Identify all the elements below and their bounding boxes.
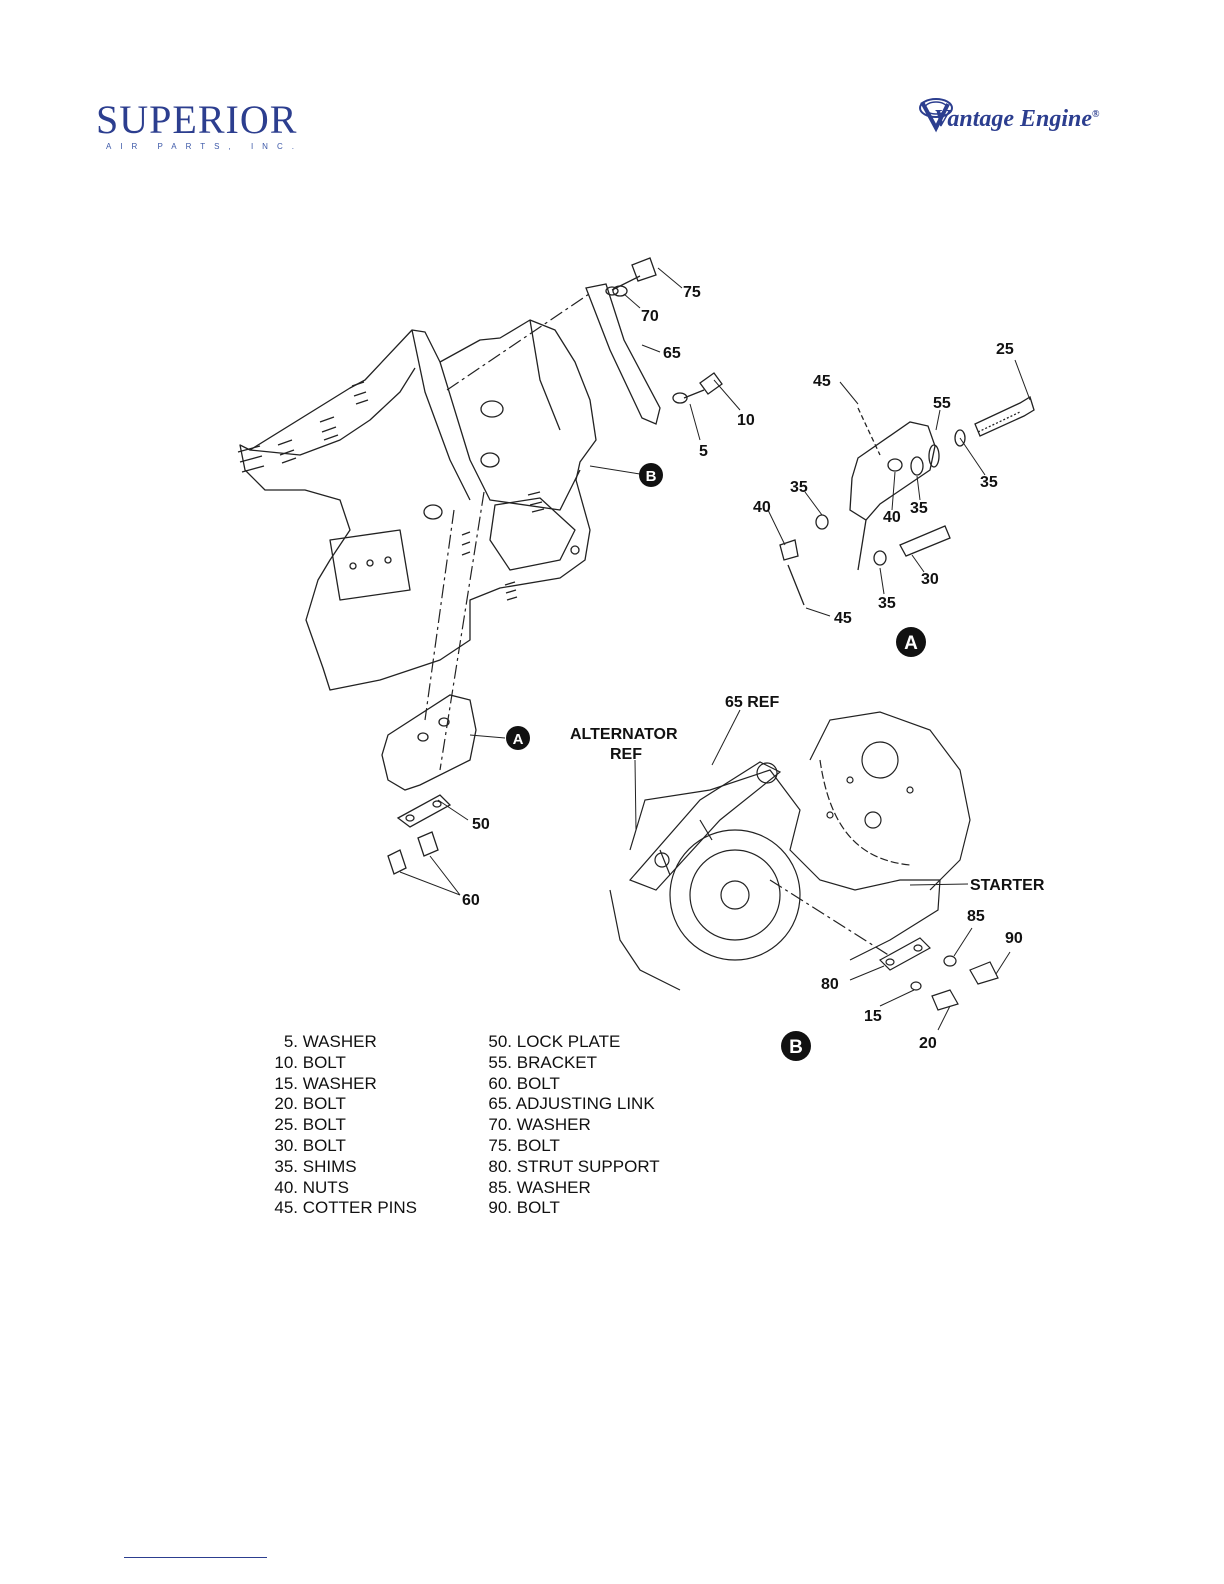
bracket-assembly bbox=[381, 694, 477, 875]
svg-text:B: B bbox=[789, 1037, 803, 1058]
legend-item: 25. BOLT bbox=[274, 1115, 346, 1135]
legend-item: 35. SHIMS bbox=[274, 1156, 357, 1176]
callout-45-bottom: 45 bbox=[834, 610, 852, 627]
callout-35-middle: 35 bbox=[910, 500, 928, 517]
callout-5: 5 bbox=[699, 443, 708, 460]
svg-text:A: A bbox=[513, 731, 524, 748]
callout-40-left: 40 bbox=[753, 499, 771, 516]
legend-item: 70. WASHER bbox=[488, 1115, 591, 1135]
callout-60: 60 bbox=[462, 892, 480, 909]
callout-35-right: 35 bbox=[980, 474, 998, 491]
vantage-swoosh-icon bbox=[919, 98, 953, 133]
legend-item: 55. BRACKET bbox=[488, 1052, 598, 1072]
svg-text:B: B bbox=[646, 468, 657, 485]
callout-45-top: 45 bbox=[813, 373, 831, 390]
callout-85: 85 bbox=[967, 908, 985, 925]
legend-item: 30. BOLT bbox=[274, 1135, 346, 1155]
callout-65-ref: 65 REF bbox=[725, 694, 779, 711]
detail-a-bracket bbox=[779, 396, 1035, 606]
marker-a-small: A bbox=[506, 726, 530, 750]
callout-10: 10 bbox=[737, 412, 755, 429]
legend-item: 15. WASHER bbox=[274, 1073, 377, 1093]
callout-20: 20 bbox=[919, 1035, 937, 1052]
starter-label: STARTER bbox=[970, 877, 1045, 894]
callout-35-left: 35 bbox=[790, 479, 808, 496]
alternator-ref-label-line1: ALTERNATOR bbox=[570, 726, 678, 743]
adjusting-link-group bbox=[585, 257, 723, 425]
callout-75: 75 bbox=[683, 284, 701, 301]
superior-logo: SUPERIOR AIR PARTS, INC. bbox=[96, 100, 326, 160]
vantage-logo-name: Vantage Engine® bbox=[934, 106, 1100, 132]
legend-item: 45. COTTER PINS bbox=[274, 1198, 418, 1218]
legend-item: 85. WASHER bbox=[488, 1177, 591, 1197]
callout-leaders bbox=[399, 267, 1031, 1031]
footer-rule bbox=[124, 1557, 267, 1558]
callout-80: 80 bbox=[821, 976, 839, 993]
legend-item: 90. BOLT bbox=[488, 1198, 560, 1218]
vantage-engine-logo: Vantage Engine® bbox=[918, 92, 1138, 142]
detail-b-illustration bbox=[609, 711, 999, 1011]
callout-90: 90 bbox=[1005, 930, 1023, 947]
legend-item: 20. BOLT bbox=[274, 1094, 346, 1114]
svg-text:A: A bbox=[904, 633, 918, 654]
callout-30: 30 bbox=[921, 571, 939, 588]
legend-item: 10. BOLT bbox=[274, 1052, 346, 1072]
alternator-ref-label-line2: REF bbox=[610, 746, 642, 763]
marker-a-large: A bbox=[896, 627, 926, 657]
crankcase-illustration bbox=[237, 319, 597, 691]
callout-55: 55 bbox=[933, 395, 951, 412]
callout-70: 70 bbox=[641, 308, 659, 325]
legend-item: 40. NUTS bbox=[274, 1177, 350, 1197]
superior-logo-name: SUPERIOR bbox=[96, 97, 298, 142]
callout-40-right: 40 bbox=[883, 509, 901, 526]
superior-logo-sub: AIR PARTS, INC. bbox=[106, 142, 303, 151]
callout-25: 25 bbox=[996, 341, 1014, 358]
legend-item: 5. WASHER bbox=[283, 1032, 377, 1051]
legend-item: 80. STRUT SUPPORT bbox=[488, 1156, 660, 1176]
exploded-leaders bbox=[424, 291, 891, 957]
legend-item: 75. BOLT bbox=[488, 1135, 560, 1155]
legend-item: 60. BOLT bbox=[488, 1073, 560, 1093]
callout-35-bottom: 35 bbox=[878, 595, 896, 612]
marker-b-top: B bbox=[639, 463, 663, 487]
legend-item: 65. ADJUSTING LINK bbox=[488, 1094, 655, 1114]
callout-15: 15 bbox=[864, 1008, 882, 1025]
callout-65: 65 bbox=[663, 345, 681, 362]
callout-50: 50 bbox=[472, 816, 490, 833]
parts-legend-column-1: 5. WASHER 10. BOLT 15. WASHER 20. BOLT 2… bbox=[262, 1032, 417, 1219]
marker-b-large: B bbox=[781, 1031, 811, 1061]
legend-item: 50. LOCK PLATE bbox=[488, 1032, 621, 1051]
parts-legend-column-2: 50. LOCK PLATE 55. BRACKET 60. BOLT 65. … bbox=[476, 1032, 660, 1219]
